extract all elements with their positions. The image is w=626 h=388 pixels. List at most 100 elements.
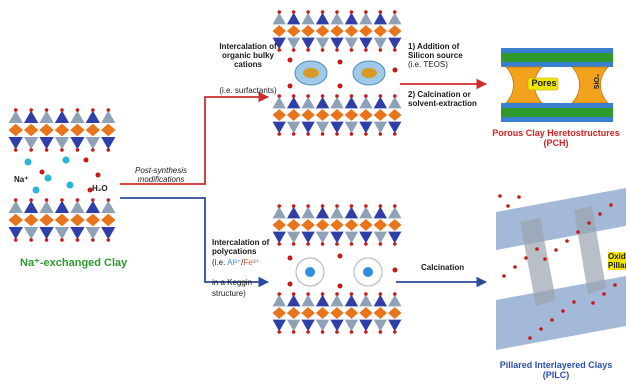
al-ion: Al³⁺ bbox=[227, 258, 242, 267]
water-molecule bbox=[337, 283, 343, 289]
water-molecule bbox=[287, 57, 293, 63]
pilc-step1-label: Intercalation of polycations bbox=[212, 238, 269, 256]
pilc-oxygen-site bbox=[561, 309, 565, 313]
pch-schematic bbox=[501, 48, 613, 122]
pilc-caption: Pillared Interlayered Clays (PILC) bbox=[486, 360, 626, 380]
water-molecule bbox=[287, 255, 293, 261]
pilc-oxygen-site bbox=[565, 239, 569, 243]
branch-label: Post-synthesis modifications bbox=[122, 166, 200, 184]
clay-layer bbox=[271, 204, 403, 246]
clay-layer bbox=[271, 292, 403, 334]
pch-step2-label: 1) Addition of Silicon source (i.e. TEOS… bbox=[408, 42, 463, 69]
pilc-step1-line1: Intercalation of bbox=[212, 238, 270, 247]
clay-layer bbox=[7, 108, 117, 152]
water-molecule bbox=[87, 187, 93, 193]
upper-branch-arrow bbox=[120, 91, 270, 185]
pilc-oxygen-site bbox=[524, 256, 528, 260]
lower-branch-arrow bbox=[120, 197, 270, 288]
pilc-caption-line1: Pillared Interlayered Clays bbox=[499, 360, 613, 370]
pch-step2-line1: 1) Addition of bbox=[408, 42, 460, 51]
pch-step3-line2: solvent-extraction bbox=[408, 99, 477, 108]
pilc-crystal-sites bbox=[498, 194, 617, 340]
pilc-oxygen-site bbox=[502, 274, 506, 278]
sodium-ion bbox=[24, 158, 32, 166]
pilc-oxygen-site bbox=[535, 247, 539, 251]
note-prefix: (i.e. bbox=[212, 258, 228, 267]
pilc-oxygen-site bbox=[591, 301, 595, 305]
note-separator: / bbox=[241, 258, 244, 267]
keggin-cluster bbox=[353, 257, 383, 287]
pilc-step1-note: (i.e. Al³⁺/Fe³⁺ bbox=[212, 258, 260, 267]
pilc-oxygen-site bbox=[550, 318, 554, 322]
pilc-oxygen-site bbox=[587, 221, 591, 225]
clay-layer bbox=[271, 10, 403, 52]
pch-step1-line1: Intercalation of bbox=[219, 42, 277, 51]
surfactant-micelle bbox=[352, 60, 386, 86]
pilc-oxygen-site bbox=[528, 336, 532, 340]
sio2-label: SiO₂ bbox=[594, 73, 602, 90]
sodium-ion bbox=[62, 156, 70, 164]
pch-step1-line2: organic bulky bbox=[221, 51, 274, 60]
water-molecule bbox=[287, 83, 293, 89]
pch-step2-line2: Silicon source bbox=[408, 51, 463, 60]
pilc-oxygen-site bbox=[506, 204, 510, 208]
pilc-oxygen-site bbox=[513, 265, 517, 269]
pilc-oxygen-site bbox=[498, 194, 502, 198]
pilc-framework bbox=[496, 188, 626, 350]
water-molecule bbox=[337, 83, 343, 89]
water-molecule bbox=[95, 172, 101, 178]
pilc-oxygen-site bbox=[602, 292, 606, 296]
water-molecule bbox=[337, 253, 343, 259]
pilc-oxygen-site bbox=[576, 230, 580, 234]
pilc-oxygen-site bbox=[598, 212, 602, 216]
clay-layers bbox=[7, 10, 403, 334]
pilc-oxygen-site bbox=[613, 283, 617, 287]
pilc-step2-label: Calcination bbox=[421, 263, 465, 272]
water-molecule bbox=[83, 157, 89, 163]
water-molecule bbox=[39, 169, 45, 175]
oxide-line2: Pillar bbox=[608, 261, 626, 270]
pilc-oxygen-site bbox=[517, 195, 521, 199]
pch-step3-label: 2) Calcination or solvent-extraction bbox=[408, 90, 477, 108]
water-molecule bbox=[337, 59, 343, 65]
pch-step1-note: (i.e. surfactants) bbox=[219, 86, 277, 95]
pores-label: Pores bbox=[531, 78, 557, 88]
pch-step1-line3: cations bbox=[233, 60, 262, 69]
sodium-ion bbox=[44, 174, 52, 182]
pilc-oxygen-site bbox=[543, 257, 547, 261]
surfactant-micelle bbox=[294, 60, 328, 86]
oxide-line1: Oxid bbox=[608, 252, 626, 261]
sodium-ion bbox=[32, 186, 40, 194]
pilc-step1-line2: polycations bbox=[212, 247, 257, 256]
water-molecule bbox=[287, 281, 293, 287]
water-label: H₂O bbox=[92, 184, 108, 193]
water-molecule bbox=[392, 267, 398, 273]
pch-step3-line1: 2) Calcination or bbox=[408, 90, 471, 99]
clay-layer bbox=[7, 198, 117, 242]
pilc-oxygen-site bbox=[539, 327, 543, 331]
pilc-step1-note-line3: structure) bbox=[212, 289, 246, 298]
oxide-pillar-label: Oxid Pillar bbox=[608, 252, 626, 270]
keggin-cluster bbox=[295, 257, 325, 287]
sodium-ion bbox=[66, 181, 74, 189]
pilc-caption-line2: (PILC) bbox=[542, 370, 570, 380]
branch-label-line1: Post-synthesis bbox=[134, 166, 188, 175]
clay-layer bbox=[271, 94, 403, 136]
na-clay-caption: Na⁺-exchanged Clay bbox=[20, 257, 128, 269]
pch-caption-line1: Porous Clay Heretostructures bbox=[492, 128, 620, 138]
particles bbox=[24, 57, 398, 289]
pilc-oxygen-site bbox=[572, 300, 576, 304]
na-ion-label: Na⁺ bbox=[14, 175, 29, 184]
water-molecule bbox=[392, 67, 398, 73]
branch-label-line2: modifications bbox=[137, 175, 185, 184]
pch-caption-line2: (PCH) bbox=[543, 138, 569, 148]
pch-step2-note: (i.e. TEOS) bbox=[408, 60, 448, 69]
pilc-oxygen-site bbox=[609, 203, 613, 207]
pch-caption: Porous Clay Heretostructures (PCH) bbox=[488, 128, 624, 148]
pch-step1-label: Intercalation of organic bulky cations bbox=[208, 42, 288, 69]
pilc-step1-note-line2: in a Keggin bbox=[212, 278, 253, 287]
pilc-oxygen-site bbox=[554, 248, 558, 252]
fe-ion: Fe³⁺ bbox=[243, 258, 260, 267]
